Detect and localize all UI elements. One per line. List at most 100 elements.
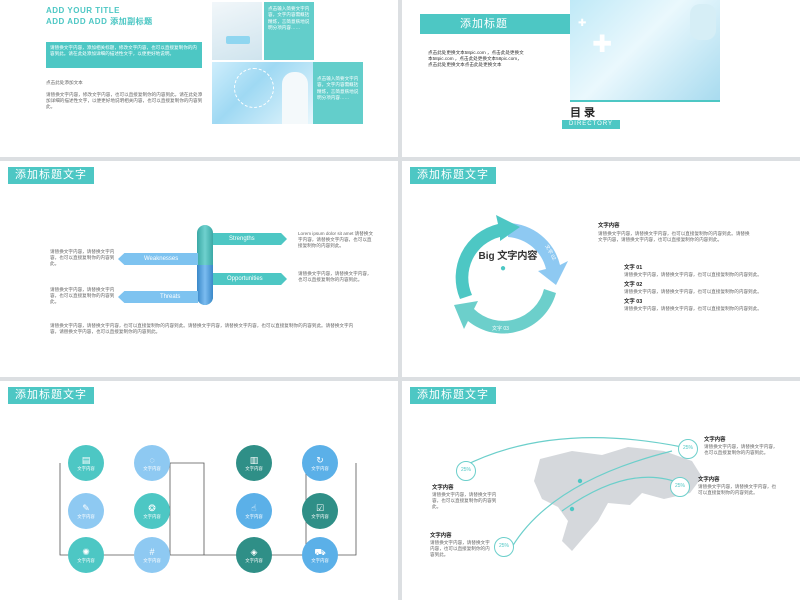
callout-title: 文字内容 — [430, 533, 452, 539]
box-icon: ◈ — [250, 547, 258, 557]
map-point — [577, 478, 583, 484]
doctor-figure — [690, 4, 716, 40]
circle-brain[interactable]: ❂文字内容 — [134, 493, 170, 529]
callout-body: 请替换文字内容，请替换文字内容，也可以直接复制你的内容到此。 — [704, 444, 778, 456]
strengths-banner: Strengths — [213, 233, 287, 245]
toc-en: DIRECTORY — [562, 120, 620, 129]
circle-pencil[interactable]: ✎文字内容 — [68, 493, 104, 529]
strengths-text: Lorem ipsum dolor sit amet 请替换文字内容，请替换文字… — [298, 231, 374, 249]
slide-6[interactable]: 添加标题文字 25% 25% 25% 25% 文字内容 请替换文字内容，请替换文… — [402, 381, 800, 600]
overlay-text-top: 点击输入简要文字内容，文字内容需概括精炼，言简意赅地说明分项内容…… — [264, 2, 314, 60]
callout-bottom: 文字内容 请替换文字内容，请替换文字内容，也可以直接复制你的内容到此。 — [430, 533, 494, 559]
slide4-item-title: 文字 02 — [624, 282, 643, 289]
callout-body: 请替换文字内容，请替换文字内容，也可以直接复制你的内容到此。 — [430, 540, 490, 558]
arrow-label-3: 文字 03 — [492, 326, 509, 332]
slide-3[interactable]: 添加标题文字 Strengths Opportunities Weaknesse… — [0, 161, 398, 377]
slide4-item: 文字 03 请替换文字内容，请替换文字内容，也可以直接复制你的内容到此。 — [624, 299, 764, 312]
route-line-2 — [511, 450, 673, 548]
callout-right-mid: 文字内容 请替换文字内容，请替换文字内容，也可以直接复制你的内容到此。 — [698, 477, 778, 496]
middle-connector — [170, 462, 205, 555]
slide1-subtitle-cn: 添加副标题 — [110, 17, 153, 26]
slide4-header: 文字内容 — [598, 223, 620, 229]
slide1-small-heading: 点击此处添加文本 — [46, 80, 83, 85]
threats-text: 请替换文字内容，请替换文字内容，也可以直接复制你的内容到此。 — [50, 287, 115, 305]
slide-1[interactable]: ADD YOUR TITLE ADD ADD ADD 添加副标题 请替换文字内容… — [0, 0, 398, 157]
cycle-diagram — [454, 215, 568, 334]
slide1-banner: 请替换文字内容，添加相关标题，修改文字内容，也可以直接复制你的内容到此。请在此处… — [46, 42, 202, 68]
slide4-items: 文字 01 请替换文字内容，请替换文字内容，也可以直接复制你的内容到此。 文字 … — [624, 265, 764, 313]
slide3-title: 添加标题文字 — [8, 167, 94, 184]
slide4-item-title: 文字 03 — [624, 299, 643, 306]
opportunities-text: 请替换文字内容，请替换文字内容，也可以直接复制你的内容到此。 — [298, 271, 372, 283]
slide1-title: ADD YOUR TITLE — [46, 6, 120, 15]
slide5-title: 添加标题文字 — [8, 387, 94, 404]
circle-clipboard[interactable]: ▤文字内容 — [68, 445, 104, 481]
weaknesses-text: 请替换文字内容，请替换文字内容，也可以直接复制你的内容到此。 — [50, 249, 115, 267]
map-point — [569, 506, 575, 512]
slide2-text-line1: 点击此处更换文本58pic.com ，点击此处更换文 — [428, 50, 524, 55]
slide2-text-line3: 点击此处更换文本点击此处更换文本 — [428, 62, 502, 68]
hash-icon: # — [149, 547, 155, 557]
brain-icon: ❂ — [148, 503, 156, 513]
toc-divider — [570, 100, 720, 102]
gear-icon: ✺ — [82, 547, 90, 557]
circle-thumb[interactable]: ☝文字内容 — [236, 493, 272, 529]
slide1-subtitle: ADD ADD ADD 添加副标题 — [46, 16, 153, 27]
route-line-1 — [461, 437, 683, 468]
medical-cross-icon: ✚ — [592, 31, 613, 58]
slide2-text-line2: 本58pic.com ，点击此处更换文本58pic.com， — [428, 56, 522, 62]
chat-icon: ◌ — [149, 455, 155, 465]
doctor-figure — [282, 72, 308, 124]
refresh-icon: ↻ — [316, 455, 324, 465]
callout-right-top: 文字内容 请替换文字内容，请替换文字内容，也可以直接复制你的内容到此。 — [704, 437, 780, 456]
circle-checklist[interactable]: ☑文字内容 — [302, 493, 338, 529]
slide-4[interactable]: 添加标题文字 Big 文字内容 ● 文字 01 文字 02 文字 03 文字内容… — [402, 161, 800, 377]
slide4-item: 文字 01 请替换文字内容，请替换文字内容，也可以直接复制你的内容到此。 — [624, 265, 764, 278]
weaknesses-banner: Weaknesses — [118, 253, 198, 265]
circle-box[interactable]: ◈文字内容 — [236, 537, 272, 573]
slide4-item: 文字 02 请替换文字内容，请替换文字内容，也可以直接复制你的内容到此。 — [624, 282, 764, 295]
callout-title: 文字内容 — [698, 477, 720, 483]
circle-gear[interactable]: ✺文字内容 — [68, 537, 104, 573]
thumbs-up-icon: ☝ — [251, 503, 257, 513]
circle-chart[interactable]: ▥文字内容 — [236, 445, 272, 481]
continent-shape — [534, 447, 702, 551]
slide6-title: 添加标题文字 — [410, 387, 496, 404]
truck-icon: ⛟ — [314, 547, 326, 557]
pct-circle-2: 25% — [678, 439, 698, 459]
slide2-title: 添加标题 — [420, 14, 570, 34]
circle-chat[interactable]: ◌文字内容 — [134, 445, 170, 481]
slide-5[interactable]: 添加标题文字 ▤文字内容 ◌文字内容 ✎文字内容 ❂文字内容 ✺文字内容 #文字… — [0, 381, 398, 600]
circle-refresh[interactable]: ↻文字内容 — [302, 445, 338, 481]
slide3-bottom-text: 请替换文字内容，请替换文字内容，也可以直接复制你的内容到此。请替换文字内容，请替… — [50, 323, 354, 335]
slide4-title: 添加标题文字 — [410, 167, 496, 184]
connector-lines — [59, 462, 357, 556]
callout-title: 文字内容 — [432, 485, 454, 491]
hologram-ring — [234, 68, 274, 108]
tablet-shape — [226, 36, 250, 44]
swot-pillar-lower — [197, 265, 213, 305]
clipboard-icon: ▤ — [81, 455, 91, 465]
circle-hash[interactable]: #文字内容 — [134, 537, 170, 573]
circle-truck[interactable]: ⛟文字内容 — [302, 537, 338, 573]
slide1-subtitle-en: ADD ADD ADD — [46, 17, 108, 26]
callout-left: 文字内容 请替换文字内容，请替换文字内容，也可以直接复制你的内容到此。 — [432, 485, 502, 511]
checklist-icon: ☑ — [315, 503, 325, 513]
slide1-body: 请替换文字内容，修改文字内容，也可以直接复制你的内容到此。请在此处添加详细的描述… — [46, 92, 203, 110]
callout-title: 文字内容 — [704, 437, 726, 443]
slide2-text: 点击此处更换文本58pic.com ，点击此处更换文 本58pic.com ，点… — [428, 50, 573, 69]
slide4-item-title: 文字 01 — [624, 265, 643, 271]
slide4-item-body: 请替换文字内容，请替换文字内容，也可以直接复制你的内容到此。 — [624, 289, 762, 295]
cycle-arrow-3 — [454, 289, 556, 334]
pct-circle-4: 25% — [494, 537, 514, 557]
threats-banner: Threats — [118, 291, 198, 303]
cycle-arrow-2 — [508, 223, 568, 285]
cycle-arrow-1 — [455, 215, 520, 299]
slide4-item-body: 请替换文字内容，请替换文字内容，也可以直接复制你的内容到此。 — [624, 272, 762, 277]
callout-body: 请替换文字内容，请替换文字内容，也可以直接复制你的内容到此。 — [432, 492, 497, 510]
slide-2[interactable]: 添加标题 点击此处更换文本58pic.com ，点击此处更换文 本58pic.c… — [402, 0, 800, 157]
hands-tablet-photo — [212, 2, 262, 60]
callout-body: 请替换文字内容，请替换文字内容，也可以直接复制你的内容到此。 — [698, 484, 777, 496]
opportunities-banner: Opportunities — [213, 273, 287, 285]
cycle-center-text: Big 文字内容 — [478, 251, 538, 262]
